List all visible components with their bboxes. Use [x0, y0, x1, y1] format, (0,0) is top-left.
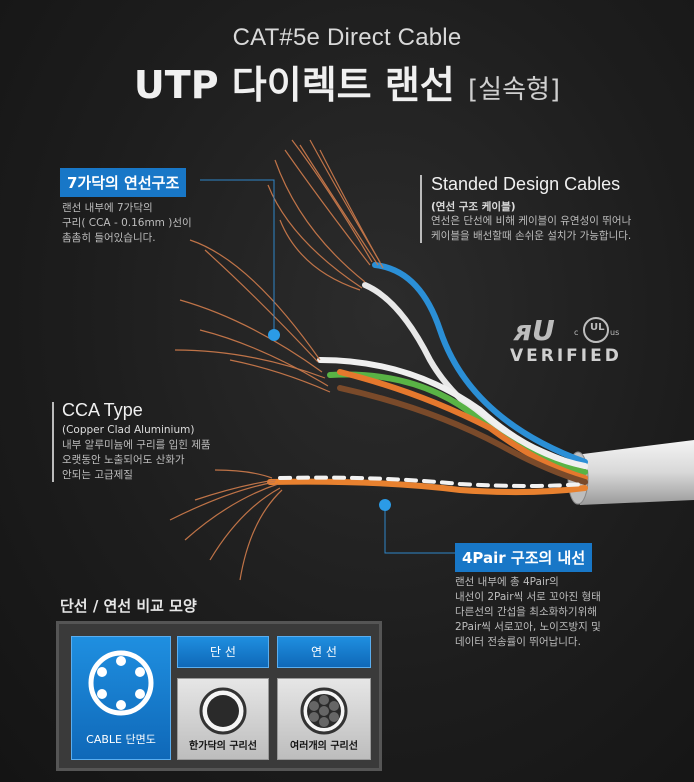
solid-caption: 한가닥의 구리선 — [189, 741, 257, 752]
stranded-wire-icon — [300, 687, 348, 735]
solid-tile: 한가닥의 구리선 — [177, 678, 269, 760]
callout-dot-strand — [268, 329, 280, 341]
pair-line: 데이터 전송률이 뛰어납니다. — [455, 636, 581, 648]
cca-line: 오랫동안 노출되어도 산화가 — [62, 454, 185, 466]
pair-badge: 4Pair 구조의 내선 — [455, 543, 593, 572]
strand-desc: 랜선 내부에 7가닥의 구리( CCA - 0.16mm )선이 촘촘히 들어있… — [62, 201, 192, 246]
pair-line: 내선이 2Pair씩 서로 꼬아진 형태 — [455, 591, 601, 603]
us-mark: us — [610, 328, 620, 337]
cable-jacket — [575, 440, 694, 505]
cca-desc: 내부 알루미늄에 구리를 입힌 제품 오랫동안 노출되어도 산화가 안되는 고급… — [62, 438, 211, 483]
c-mark: c — [574, 328, 579, 337]
pair-line: 랜선 내부에 총 4Pair의 — [455, 576, 559, 588]
stranded-caption: 여러개의 구리선 — [290, 741, 358, 752]
product-subtitle: CAT#5e Direct Cable — [232, 24, 462, 51]
pair-line: 다른선의 간섭을 최소화하기위해 — [455, 606, 597, 618]
wire-group — [267, 262, 588, 496]
copper-strands — [169, 139, 384, 581]
cable-section-label: CABLE 단면도 — [86, 733, 156, 746]
wire-orange-2 — [267, 478, 588, 496]
stranded-tile: 여러개의 구리선 — [277, 678, 371, 760]
standed-desc: 연선은 단선에 비해 케이블이 유연성이 뛰어나 케이블을 배선할때 손쉬운 설… — [431, 214, 631, 244]
standed-line: 케이블을 배선할때 손쉬운 설치가 가능합니다. — [431, 230, 632, 242]
pair-line: 2Pair씩 서로꼬아, 노이즈방지 및 — [455, 621, 601, 633]
cca-bar — [52, 402, 54, 482]
ul-mark: UL — [590, 322, 605, 333]
verified-label: VERIFIED — [510, 346, 622, 366]
standed-heading: Standed Design Cables — [431, 174, 621, 194]
standed-sub: (연선 구조 케이블) — [431, 201, 516, 213]
compare-title: 단선 / 연선 비교 모양 — [60, 597, 197, 615]
title-tag: [실속형] — [468, 75, 561, 105]
standed-line: 연선은 단선에 비해 케이블이 유연성이 뛰어나 — [431, 215, 632, 227]
standed-bar — [420, 175, 422, 243]
cca-line: 내부 알루미늄에 구리를 입힌 제품 — [62, 439, 211, 451]
wire-brown — [337, 385, 588, 485]
ul-verified-logo: ᴙU UL c us VERIFIED — [508, 308, 628, 368]
cable-section-tile: CABLE 단면도 — [71, 636, 171, 760]
cable-section-icon — [88, 650, 154, 716]
cca-sub: (Copper Clad Aluminium) — [62, 424, 195, 436]
wire-white-3 — [278, 475, 587, 488]
callout-lines — [200, 179, 455, 554]
ul-icon: ᴙU — [513, 314, 609, 347]
svg-text:ᴙU: ᴙU — [513, 314, 555, 347]
compare-panel: CABLE 단면도 단 선 연 선 한가닥의 구리선 여러개의 구리선 — [56, 621, 382, 771]
callout-dot-pair — [379, 499, 391, 511]
solid-header: 단 선 — [177, 636, 269, 668]
cca-line: 안되는 고급제질 — [62, 469, 133, 481]
product-title: UTP 다이렉트 랜선 [실속형] — [0, 54, 694, 109]
wire-orange — [337, 369, 588, 481]
stranded-header: 연 선 — [277, 636, 371, 668]
solid-wire-icon — [199, 687, 247, 735]
strand-line: 랜선 내부에 7가닥의 — [62, 202, 153, 214]
pair-desc: 랜선 내부에 총 4Pair의 내선이 2Pair씩 서로 꼬아진 형태 다른선… — [455, 575, 601, 650]
strand-line: 촘촘히 들어있습니다. — [62, 232, 156, 244]
cca-heading: CCA Type — [62, 400, 143, 420]
strand-badge: 7가닥의 연선구조 — [60, 168, 187, 197]
strand-line: 구리( CCA - 0.16mm )선이 — [62, 217, 192, 229]
wire-white-2 — [317, 357, 588, 469]
wire-blue — [372, 262, 588, 465]
title-main: UTP 다이렉트 랜선 — [133, 63, 455, 107]
